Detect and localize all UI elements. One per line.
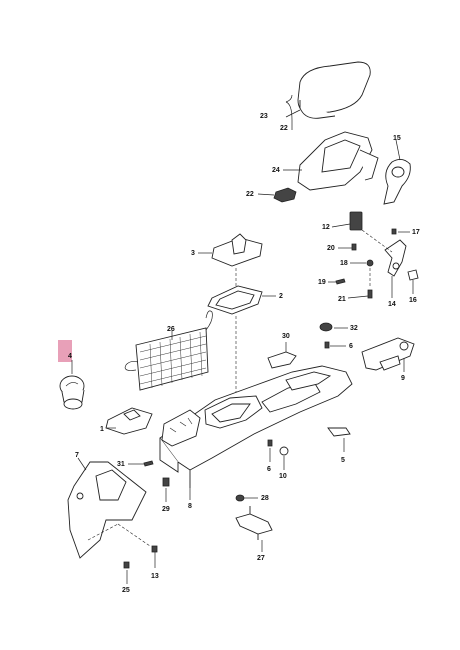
callout-22-lower: 22 bbox=[246, 191, 254, 198]
callout-32: 32 bbox=[350, 325, 358, 332]
cup-holder[interactable] bbox=[59, 375, 85, 410]
callout-16: 16 bbox=[409, 297, 417, 304]
callout-30: 30 bbox=[282, 333, 290, 340]
callout-13: 13 bbox=[151, 573, 159, 580]
center-console[interactable] bbox=[159, 365, 353, 488]
side-panel[interactable] bbox=[67, 461, 147, 559]
callout-17: 17 bbox=[412, 229, 420, 236]
callout-26: 26 bbox=[167, 326, 175, 333]
shift-trim[interactable] bbox=[211, 233, 263, 267]
callout-24: 24 bbox=[272, 167, 280, 174]
callout-8: 8 bbox=[188, 503, 192, 510]
callout-6-lower: 6 bbox=[267, 466, 271, 473]
callout-18: 18 bbox=[340, 260, 348, 267]
callout-14: 14 bbox=[388, 301, 396, 308]
armrest-base[interactable] bbox=[297, 131, 379, 191]
callout-31: 31 bbox=[117, 461, 125, 468]
highlight-marker bbox=[58, 340, 72, 362]
callout-3: 3 bbox=[191, 250, 195, 257]
callout-28: 28 bbox=[261, 495, 269, 502]
callout-20: 20 bbox=[327, 245, 335, 252]
rear-bracket[interactable] bbox=[361, 337, 415, 371]
callout-22-upper: 22 bbox=[280, 125, 288, 132]
callout-21: 21 bbox=[338, 296, 346, 303]
callout-19: 19 bbox=[318, 279, 326, 286]
callout-9: 9 bbox=[401, 375, 405, 382]
pad[interactable] bbox=[273, 187, 297, 203]
grommet[interactable] bbox=[279, 446, 289, 456]
lever-assembly[interactable] bbox=[384, 239, 407, 277]
callout-12: 12 bbox=[322, 224, 330, 231]
latch-bracket[interactable] bbox=[349, 211, 363, 231]
hinge-bracket[interactable] bbox=[383, 159, 411, 205]
callout-10: 10 bbox=[279, 473, 287, 480]
cover[interactable] bbox=[267, 351, 297, 369]
mount-bracket[interactable] bbox=[235, 506, 273, 540]
callout-5: 5 bbox=[341, 457, 345, 464]
armrest-lid[interactable] bbox=[297, 61, 371, 119]
callout-25: 25 bbox=[122, 587, 130, 594]
callout-6-upper: 6 bbox=[349, 343, 353, 350]
storage-net[interactable] bbox=[124, 310, 213, 391]
callout-29: 29 bbox=[162, 506, 170, 513]
floor-mat[interactable] bbox=[105, 407, 153, 435]
boot-frame[interactable] bbox=[207, 285, 263, 315]
cap[interactable] bbox=[319, 322, 333, 332]
callout-27: 27 bbox=[257, 555, 265, 562]
callout-7: 7 bbox=[75, 452, 79, 459]
callout-23: 23 bbox=[260, 113, 268, 120]
callout-4: 4 bbox=[68, 353, 72, 360]
clip-bracket[interactable] bbox=[327, 427, 351, 437]
callout-1: 1 bbox=[100, 426, 104, 433]
callout-2: 2 bbox=[279, 293, 283, 300]
callout-15: 15 bbox=[393, 135, 401, 142]
